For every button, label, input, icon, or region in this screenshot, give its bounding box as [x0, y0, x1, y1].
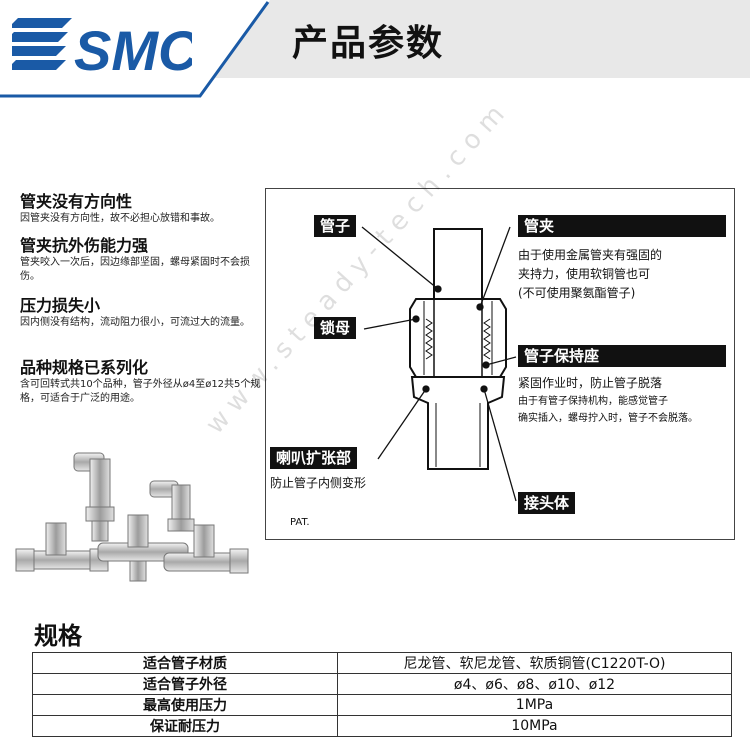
table-row: 适合管子材质 尼龙管、软尼龙管、软质铜管(C1220T-O)	[32, 652, 732, 674]
feature-damage-resistant: 管夹抗外伤能力强 管夹咬入一次后，因边缘部坚固，螺母紧固时不会损伤。	[20, 236, 265, 284]
clamp-label: 管夹	[518, 215, 726, 237]
spec-title: 规格	[34, 622, 82, 650]
logo-border	[0, 1, 270, 98]
spec-key: 保证耐压力	[32, 715, 338, 737]
flare-desc: 防止管子内侧变形	[270, 476, 367, 490]
body-label: 接头体	[518, 492, 576, 514]
feature-desc: 因管夹没有方向性，故不必担心放错和事故。	[20, 213, 220, 224]
spec-key: 适合管子外径	[32, 673, 338, 695]
holder-label: 管子保持座	[518, 345, 726, 367]
spec-value: 10MPa	[337, 715, 732, 737]
fitting-cross-section-diagram: 管子 锁母 喇叭扩张部 防止管子内侧变形 PAT. 管夹 由于使用金属管夹有强固…	[265, 188, 735, 540]
table-row: 最高使用压力 1MPa	[32, 694, 732, 716]
flare-label: 喇叭扩张部	[270, 447, 358, 469]
feature-desc: 因内侧没有结构，流动阻力很小，可流过大的流量。	[20, 317, 250, 328]
feature-low-pressure-loss: 压力损失小 因内侧没有结构，流动阻力很小，可流过大的流量。	[20, 296, 265, 330]
spec-value: 1MPa	[337, 694, 732, 716]
patent-mark: PAT.	[290, 517, 310, 528]
tube-label: 管子	[314, 215, 357, 237]
spec-key: 适合管子材质	[32, 652, 338, 674]
spec-table: 适合管子材质 尼龙管、软尼龙管、软质铜管(C1220T-O) 适合管子外径 ø4…	[32, 652, 732, 737]
feature-title: 管夹抗外伤能力强	[20, 236, 149, 255]
table-row: 适合管子外径 ø4、ø6、ø8、ø10、ø12	[32, 673, 732, 695]
feature-no-direction: 管夹没有方向性 因管夹没有方向性，故不必担心放错和事故。	[20, 192, 265, 226]
spec-value: 尼龙管、软尼龙管、软质铜管(C1220T-O)	[337, 652, 732, 674]
page-title: 产品参数	[292, 23, 445, 64]
feature-desc: 管夹咬入一次后，因边缘部坚固，螺母紧固时不会损伤。	[20, 257, 250, 282]
cross-section-drawing	[361, 226, 517, 502]
feature-title: 管夹没有方向性	[20, 192, 133, 211]
holder-desc: 紧固作业时，防止管子脱落	[518, 376, 663, 390]
clamp-desc-1: 由于使用金属管夹有强固的	[518, 248, 663, 262]
holder-detail-1: 由于有管子保持机构，能感觉管子	[518, 396, 668, 407]
brand-text: SMC	[74, 19, 192, 76]
page-header: SMC 产品参数	[0, 0, 750, 98]
clamp-desc-2: 夹持力，使用软铜管也可	[518, 267, 651, 281]
feature-desc: 含可回转式共10个品种，管子外径从ø4至ø12共5个规格，可适合于广泛的用途。	[20, 379, 261, 404]
holder-detail-2: 确实插入，螺母拧入时，管子不会脱落。	[518, 413, 698, 424]
clamp-desc-3: (不可使用聚氨酯管子)	[518, 286, 636, 300]
feature-series: 品种规格已系列化 含可回转式共10个品种，管子外径从ø4至ø12共5个规格，可适…	[20, 358, 265, 406]
feature-title: 压力损失小	[20, 296, 101, 315]
spec-key: 最高使用压力	[32, 694, 338, 716]
nut-label: 锁母	[314, 317, 357, 339]
smc-logo: SMC	[12, 18, 192, 76]
table-row: 保证耐压力 10MPa	[32, 715, 732, 737]
spec-value: ø4、ø6、ø8、ø10、ø12	[337, 673, 732, 695]
feature-title: 品种规格已系列化	[20, 358, 149, 377]
fittings-photo	[15, 452, 249, 582]
